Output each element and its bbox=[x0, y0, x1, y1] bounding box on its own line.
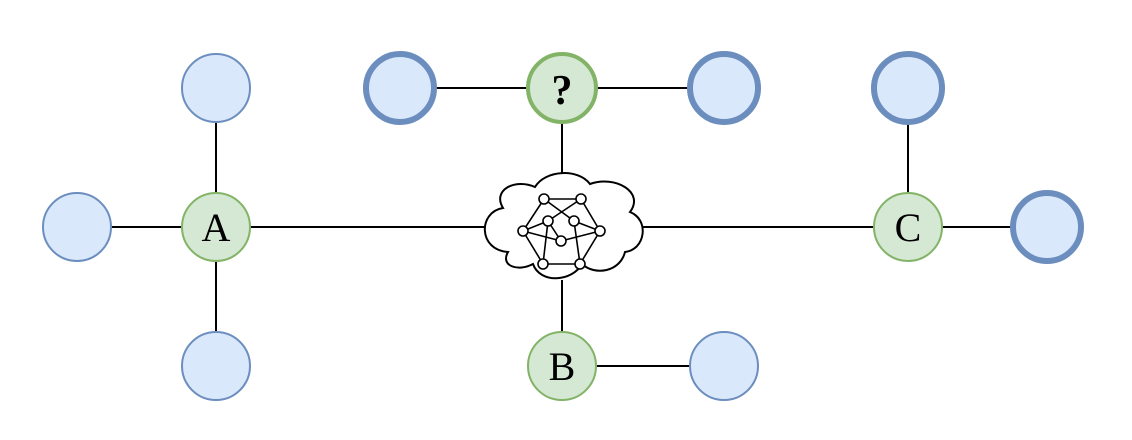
hub-node-c: C bbox=[873, 192, 943, 262]
leaf-node-a-top bbox=[181, 53, 251, 123]
leaf-node-a-bottom bbox=[181, 331, 251, 401]
cloud-shape bbox=[483, 172, 644, 280]
leaf-node-c-right bbox=[1010, 190, 1084, 264]
hub-label-c: C bbox=[895, 205, 922, 250]
hub-nodes: ? A B C bbox=[181, 52, 943, 401]
hub-node-unknown: ? bbox=[526, 52, 598, 124]
leaf-nodes bbox=[42, 51, 1084, 401]
hub-node-a: A bbox=[181, 192, 251, 262]
network-cloud-icon bbox=[483, 172, 644, 280]
cloud-graph bbox=[517, 193, 606, 270]
hub-node-b: B bbox=[527, 331, 597, 401]
leaf-node-b-right bbox=[689, 331, 759, 401]
leaf-node-c-top bbox=[871, 51, 945, 125]
leaf-node-a-left bbox=[42, 192, 112, 262]
hub-label-unknown: ? bbox=[552, 68, 573, 114]
leaf-node-unknown-right bbox=[687, 51, 761, 125]
leaf-node-unknown-left bbox=[363, 51, 437, 125]
hub-label-b: B bbox=[549, 344, 576, 389]
hub-label-a: A bbox=[202, 205, 231, 250]
